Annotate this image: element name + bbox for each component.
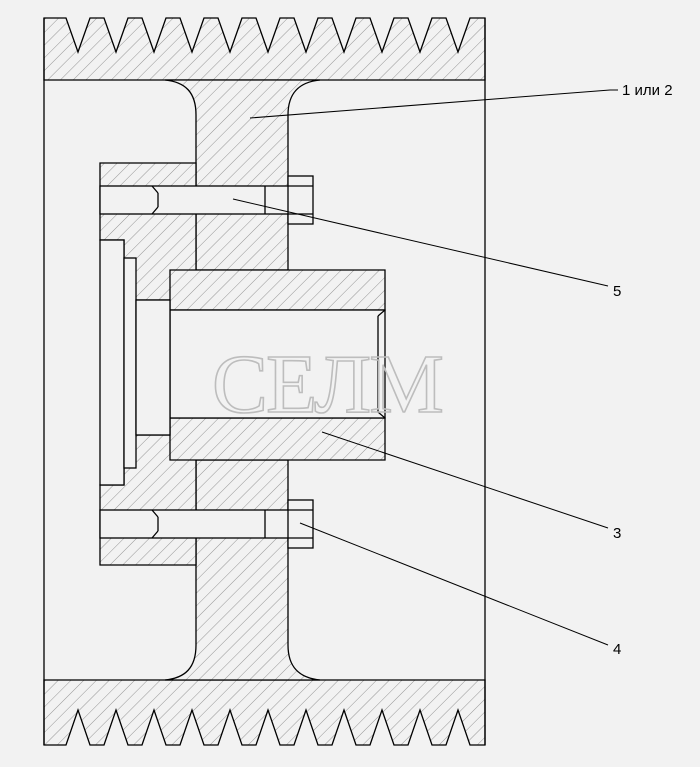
callout-label-5: 5 (613, 283, 621, 300)
callout-label-1: 1 или 2 (622, 82, 673, 99)
chamfer-top (377, 309, 386, 317)
upper-bolt-step-a (151, 185, 159, 194)
upper-bolt-shank (99, 185, 291, 215)
lower-bolt (99, 499, 314, 549)
lower-bolt-step-a (151, 509, 159, 518)
bushing-bore (169, 309, 386, 419)
lower-bolt-step-b (151, 530, 159, 539)
callout-label-4: 4 (613, 641, 621, 658)
leader-5 (232, 198, 609, 287)
top-rim (43, 17, 486, 81)
callout-label-3: 3 (613, 525, 621, 542)
upper-bolt (99, 175, 314, 225)
leader-1 (249, 89, 618, 119)
bushing-upper (169, 269, 386, 311)
chamfer-bottom (377, 411, 386, 419)
lower-bolt-head (287, 499, 314, 549)
watermark-text: СЕЛМ (212, 338, 442, 431)
end-plate-middle (123, 257, 137, 469)
shaft-end-plates (99, 239, 171, 486)
lower-bolt-shank (99, 509, 291, 539)
leader-3 (321, 431, 609, 529)
leader-lines (232, 89, 618, 646)
end-plate-outer (99, 239, 125, 486)
bottom-rim (43, 679, 486, 746)
pulley-body (43, 17, 486, 746)
upper-bolt-head (287, 175, 314, 225)
leader-4 (299, 522, 609, 646)
upper-bolt-step-b (151, 206, 159, 215)
end-plate-inner (135, 299, 171, 436)
bushing (169, 269, 386, 461)
